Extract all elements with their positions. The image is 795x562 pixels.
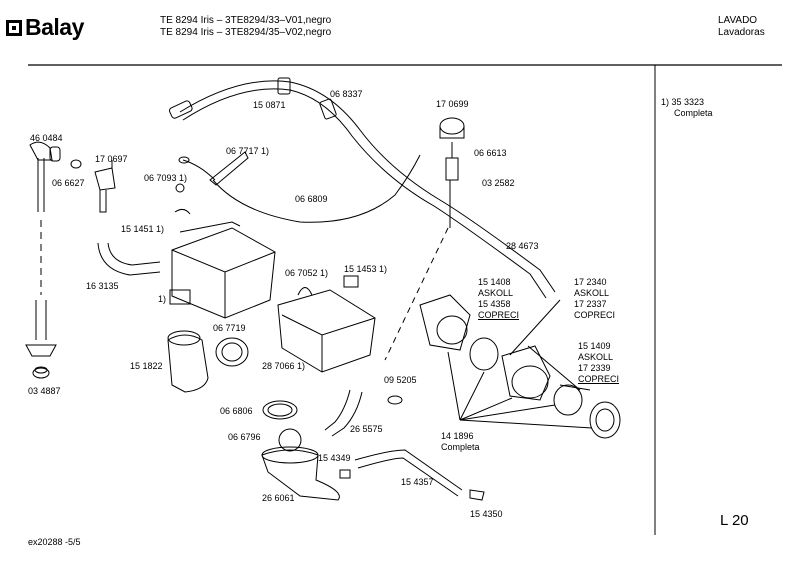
bellows-151822 [167, 334, 209, 393]
label-154349: 15 4349 [318, 453, 351, 463]
label-170697: 17 0697 [95, 154, 128, 164]
label-151408: 15 1408 [478, 277, 511, 287]
model-line-2: TE 8294 Iris – 3TE8294/35–V02,negro [160, 27, 332, 38]
category-line-2: Lavadoras [718, 27, 765, 38]
label-askoll-1: ASKOLL [478, 288, 514, 298]
label-460484: 46 0484 [30, 133, 63, 143]
label-066627: 06 6627 [52, 178, 85, 188]
wire-066809 [212, 154, 421, 223]
clip-068337 [319, 98, 337, 120]
label-askoll-2: ASKOLL [574, 288, 610, 298]
hose-154357 [354, 449, 463, 491]
label-151451: 15 1451 1) [121, 224, 165, 234]
screw-095205 [387, 395, 403, 405]
pump-151408 [419, 294, 471, 351]
hose-163135 [97, 242, 161, 276]
label-066796: 06 6796 [228, 432, 261, 442]
left-hose-upper [37, 158, 45, 212]
pressure-switch-170699 [439, 117, 465, 135]
doc-code: ex20288 -5/5 [28, 537, 81, 547]
label-copreci-3: COPRECI [578, 374, 620, 384]
hose-265575 [324, 389, 351, 431]
clip-067093 [175, 183, 185, 193]
drawer-outlet [169, 289, 191, 305]
clip-151451 [174, 208, 191, 215]
pressure-tube-dash [384, 227, 449, 361]
valve-170697 [94, 167, 116, 191]
siphon-067052 [297, 287, 313, 296]
label-141896: 14 1896 [441, 431, 474, 441]
label-172337: 17 2337 [574, 299, 607, 309]
ball-066796 [278, 428, 302, 452]
label-163135: 16 3135 [86, 281, 119, 291]
hose-150871 [179, 80, 556, 293]
drawer-housing [171, 227, 276, 319]
label-footnote-1: 1) [158, 294, 167, 304]
filter-172339 [589, 401, 621, 439]
hose-clamp-left [168, 100, 193, 119]
label-154357: 15 4357 [401, 477, 434, 487]
left-hose-ring [49, 146, 61, 162]
label-034887: 03 4887 [28, 386, 61, 396]
clamp-066806 [262, 400, 298, 420]
ring-067719 [215, 337, 249, 367]
label-095205: 09 5205 [384, 375, 417, 385]
label-067052: 06 7052 1) [285, 268, 329, 278]
cap-151453 [343, 275, 359, 288]
label-151409: 15 1409 [578, 341, 611, 351]
label-066613: 06 6613 [474, 148, 507, 158]
label-172339: 17 2339 [578, 363, 611, 373]
label-287066: 28 7066 1) [262, 361, 306, 371]
note-desc: Completa [674, 108, 713, 118]
brand-logo: Balay [6, 14, 84, 40]
label-154358: 15 4358 [478, 299, 511, 309]
brand-mark-icon [6, 20, 22, 36]
left-hose-base [25, 344, 57, 357]
wire-067717 [182, 159, 216, 181]
label-151822: 15 1822 [130, 361, 163, 371]
gasket-151409 [553, 384, 583, 416]
label-askoll-3: ASKOLL [578, 352, 614, 362]
leader-141896 [447, 351, 593, 429]
label-172340: 17 2340 [574, 277, 607, 287]
label-032582: 03 2582 [482, 178, 515, 188]
label-154350: 15 4350 [470, 509, 503, 519]
brand-name: Balay [25, 14, 84, 40]
label-151453: 15 1453 1) [344, 264, 388, 274]
pump-body-172340 [501, 345, 551, 401]
model-line-1: TE 8294 Iris – 3TE8294/33–V01,negro [160, 15, 332, 26]
clip-150871 [277, 77, 291, 95]
gasket-pump [469, 337, 499, 371]
drain-266061 [261, 449, 340, 501]
page-label: L 20 [720, 512, 749, 529]
left-hose-elbow [29, 141, 53, 161]
label-copreci-1: COPRECI [478, 310, 520, 320]
label-067719: 06 7719 [213, 323, 246, 333]
clip-154349 [339, 469, 351, 479]
label-copreci-2: COPRECI [574, 310, 616, 320]
label-284673: 28 4673 [506, 241, 539, 251]
switch-066613 [445, 157, 459, 181]
label-170699: 17 0699 [436, 99, 469, 109]
plug-034887 [32, 367, 50, 379]
ring-066627 [70, 159, 82, 169]
label-067717: 06 7717 1) [226, 146, 270, 156]
label-266061: 26 6061 [262, 493, 295, 503]
label-141896-completa: Completa [441, 442, 480, 452]
label-066809: 06 6809 [295, 194, 328, 204]
label-068337: 06 8337 [330, 89, 363, 99]
note-ref: 1) 35 3323 [661, 97, 705, 107]
category-line-1: LAVADO [718, 15, 758, 26]
label-265575: 26 5575 [350, 424, 383, 434]
hose-284673 [182, 88, 547, 299]
plug-154350 [469, 489, 485, 501]
left-hose-lower [35, 300, 47, 340]
dispenser-287066 [277, 289, 376, 373]
label-067093: 06 7093 1) [144, 173, 188, 183]
label-066806: 06 6806 [220, 406, 253, 416]
label-150871: 15 0871 [253, 100, 286, 110]
